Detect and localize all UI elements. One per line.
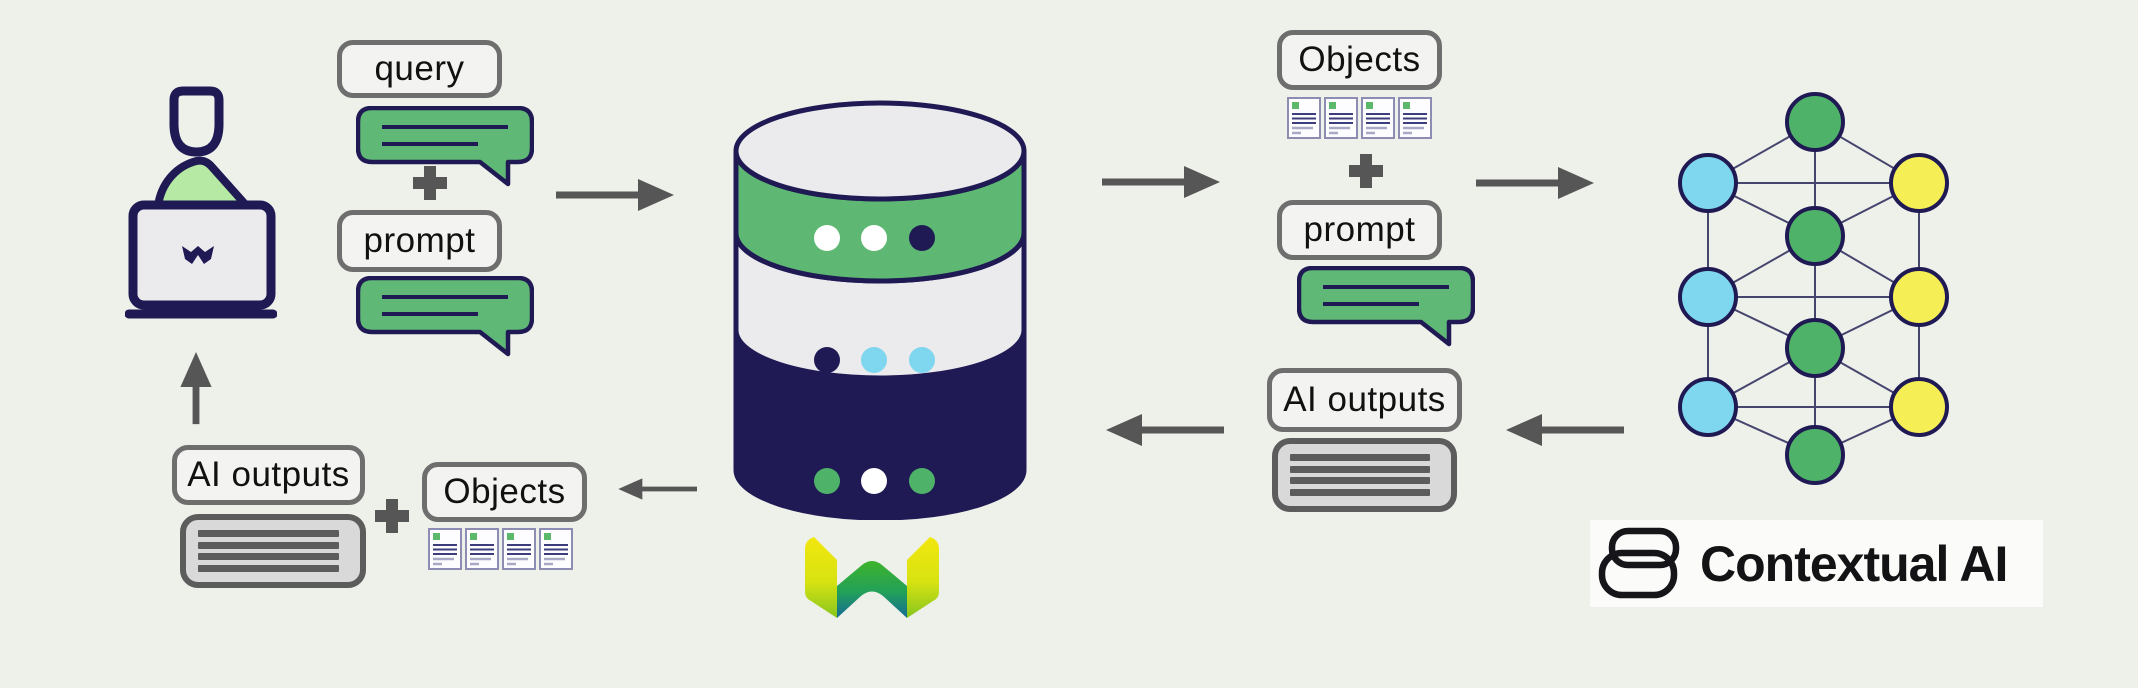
prompt-label-right: prompt <box>1277 200 1442 260</box>
database-dots <box>814 225 935 494</box>
text-line <box>1290 488 1431 496</box>
document-icon <box>502 528 536 570</box>
document-icon <box>465 528 499 570</box>
arrow-right-icon <box>1102 164 1222 200</box>
ai-outputs-label-left: AI outputs <box>172 445 365 505</box>
user-at-laptop-icon <box>125 86 277 319</box>
contextual-ai-logo: Contextual AI <box>1590 520 2043 607</box>
plus-icon <box>375 499 409 533</box>
text-line <box>1290 465 1431 473</box>
database-dot <box>814 225 840 251</box>
document-icon <box>539 528 573 570</box>
objects-documents <box>428 528 573 570</box>
database-dot <box>814 347 840 373</box>
document-icon <box>1361 97 1395 139</box>
document-icon <box>1287 97 1321 139</box>
database-dot <box>861 468 887 494</box>
database-dot <box>909 225 935 251</box>
ai-output-text-icon <box>1272 438 1457 512</box>
network-node <box>1889 153 1949 213</box>
ai-outputs-label-right: AI outputs <box>1267 368 1462 432</box>
network-node <box>1785 92 1845 152</box>
arrow-left-icon <box>617 474 697 504</box>
plus-icon <box>1349 154 1383 188</box>
database-icon <box>733 100 1027 520</box>
arrow-right-icon <box>556 177 676 213</box>
database-dot <box>814 468 840 494</box>
database-dot <box>861 347 887 373</box>
network-node <box>1785 206 1845 266</box>
database-top <box>733 100 1027 202</box>
text-line <box>198 530 339 538</box>
contextual-ai-text: Contextual AI <box>1700 535 2008 592</box>
text-line <box>1290 454 1431 462</box>
network-node <box>1678 267 1738 327</box>
weaviate-logo <box>805 537 939 618</box>
text-line <box>198 553 339 561</box>
text-line <box>1290 477 1431 485</box>
laptop-weaviate-mark <box>182 246 214 264</box>
arrow-up-icon <box>178 350 214 428</box>
database-dot <box>909 347 935 373</box>
network-node <box>1889 267 1949 327</box>
chat-bubble-icon <box>356 276 534 358</box>
objects-label-left: Objects <box>422 462 587 522</box>
user-shoulders <box>154 156 251 211</box>
document-icon <box>1398 97 1432 139</box>
objects-label-top: Objects <box>1277 30 1442 90</box>
network-node <box>1785 425 1845 485</box>
prompt-label-left: prompt <box>337 210 502 272</box>
arrow-left-icon <box>1504 412 1624 448</box>
plus-icon <box>413 166 447 200</box>
user-head <box>169 86 224 157</box>
network-node <box>1785 318 1845 378</box>
objects-documents <box>1287 97 1432 139</box>
contextual-ai-mark <box>1598 527 1680 599</box>
document-icon <box>1324 97 1358 139</box>
ai-output-text-icon <box>180 514 366 588</box>
network-node <box>1889 377 1949 437</box>
document-icon <box>428 528 462 570</box>
text-line <box>198 541 339 549</box>
network-node <box>1678 153 1738 213</box>
database-dot <box>861 225 887 251</box>
arrow-left-icon <box>1104 412 1224 448</box>
neural-network-icon <box>1678 92 1949 485</box>
network-node <box>1678 377 1738 437</box>
arrow-right-icon <box>1476 165 1596 201</box>
chat-bubble-icon <box>1297 266 1475 348</box>
text-line <box>198 564 339 572</box>
database-dot <box>909 468 935 494</box>
query-label: query <box>337 40 502 98</box>
